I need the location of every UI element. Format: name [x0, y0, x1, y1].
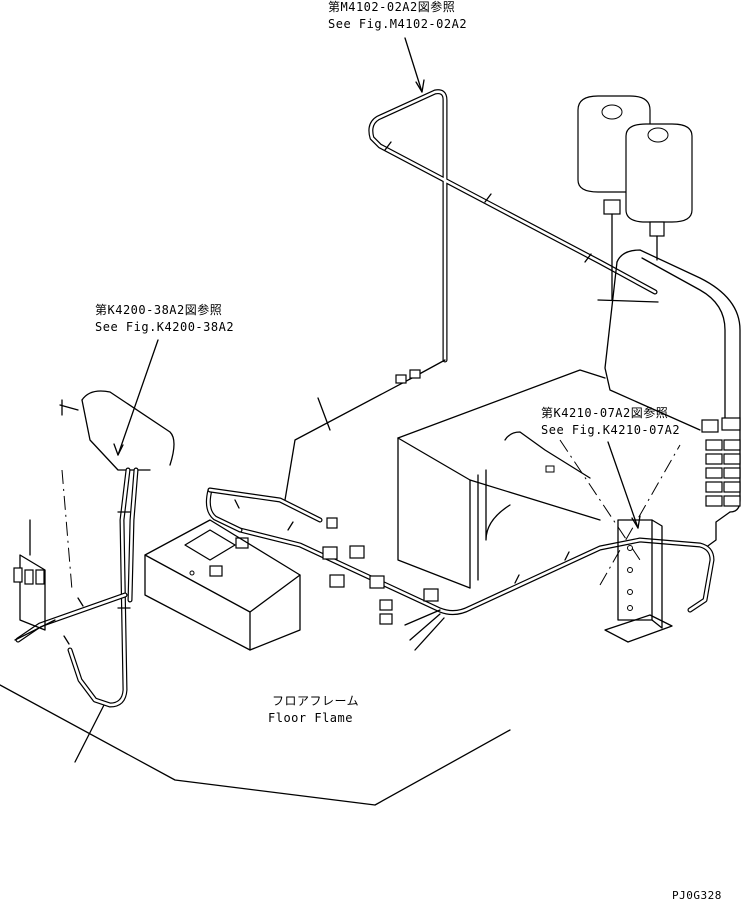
floor-frame-outline [0, 684, 511, 806]
drawing-code: PJ0G328 [672, 889, 722, 902]
floor-harness [205, 487, 715, 651]
top-harness [284, 89, 658, 501]
leader-arrows [74, 37, 641, 763]
right-reference-en: See Fig.K4210-07A2 [541, 423, 681, 437]
bracket-mount [604, 519, 673, 643]
seat-outline [597, 249, 741, 513]
top-reference-en: See Fig.M4102-02A2 [328, 17, 468, 31]
console-box [397, 369, 606, 589]
floor-label-jp: フロアフレーム [272, 694, 360, 708]
switch-panel [701, 417, 741, 549]
base-box [144, 519, 301, 651]
left-reference-jp: 第K4200-38A2図参照 [95, 303, 223, 317]
right-reference-jp: 第K4210-07A2図参照 [541, 406, 669, 420]
connectors [209, 369, 439, 625]
left-reference-en: See Fig.K4200-38A2 [95, 320, 235, 334]
top-reference-jp: 第M4102-02A2図参照 [328, 0, 456, 14]
lamp-units [577, 95, 693, 301]
center-lines [61, 439, 681, 591]
left-control-assembly [13, 390, 175, 708]
floor-label-en: Floor Flame [268, 711, 353, 725]
